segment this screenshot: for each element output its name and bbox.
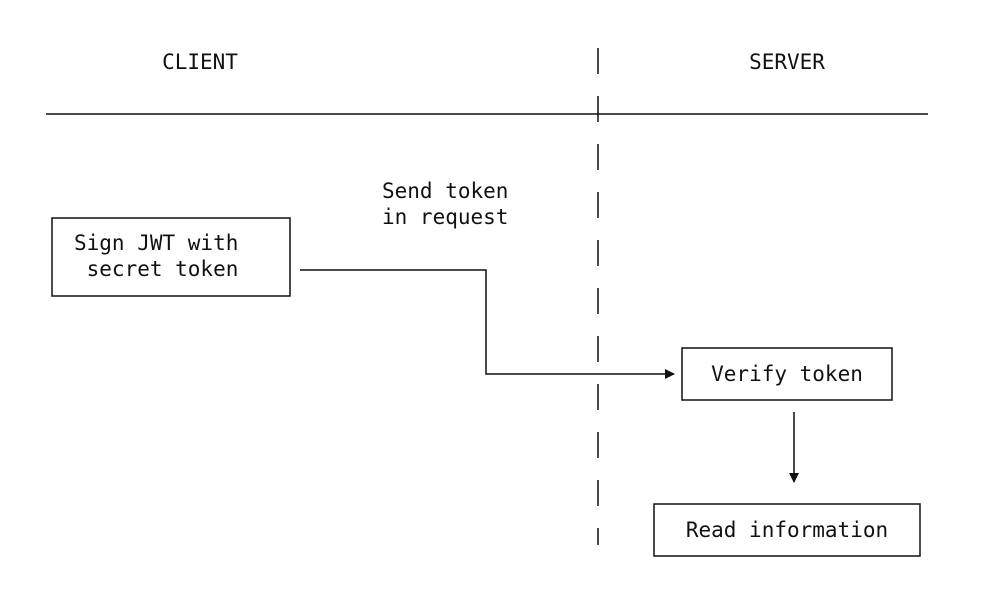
send-token-label-line-2: in request [382, 205, 508, 229]
lane-label-server: SERVER [749, 50, 825, 74]
send-token-arrow [300, 269, 675, 379]
sign-jwt-node: Sign JWT with secret token [51, 217, 291, 297]
read-information-label: Read information [686, 518, 888, 542]
read-information-node: Read information [653, 503, 921, 557]
verify-token-node: Verify token [681, 347, 893, 401]
send-token-label-line-1: Send token [382, 179, 508, 203]
sign-jwt-label-line-2: secret token [74, 257, 238, 281]
verify-token-label: Verify token [711, 362, 863, 386]
lane-label-client: CLIENT [162, 50, 238, 74]
sign-jwt-label-line-1: Sign JWT with [74, 231, 238, 255]
